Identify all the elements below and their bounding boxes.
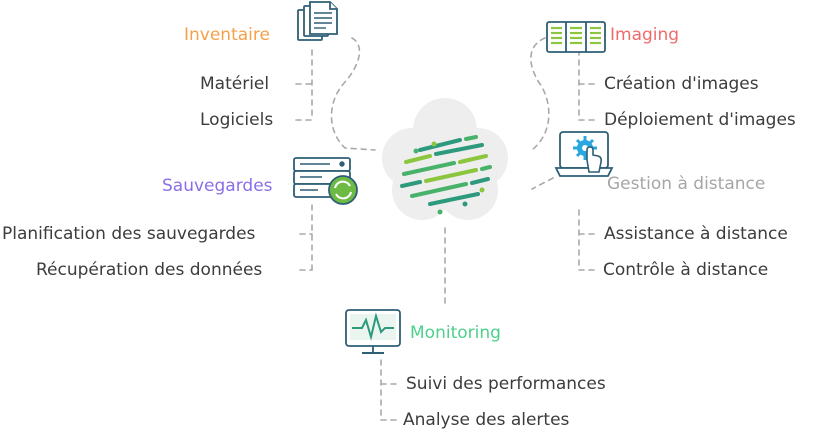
monitoring-title: Monitoring: [410, 323, 501, 343]
imaging-title: Imaging: [610, 25, 680, 45]
sauvegardes-item-recuperation: Récupération des données: [36, 260, 263, 280]
inventaire-title: Inventaire: [184, 25, 270, 45]
connector-gestion-center: [531, 177, 554, 190]
gestion-item-assistance: Assistance à distance: [604, 224, 788, 244]
monitoring-item-suivi: Suivi des performances: [406, 374, 606, 394]
connector-inventaire-center: [330, 37, 376, 151]
inventaire-item-logiciels: Logiciels: [200, 110, 274, 130]
documents-icon: [297, 1, 338, 41]
gestion-item-controle: Contrôle à distance: [603, 260, 769, 280]
connector-lines: [295, 37, 595, 421]
sauvegardes-title: Sauvegardes: [162, 176, 273, 196]
imaging-item-deploiement: Déploiement d'images: [604, 110, 796, 130]
imaging-item-creation: Création d'images: [604, 74, 759, 94]
inventaire-item-materiel: Matériel: [200, 74, 270, 94]
monitoring-item-analyse: Analyse des alertes: [403, 410, 570, 430]
data-cloud-icon: [382, 98, 508, 220]
backup-server-icon: [293, 157, 358, 205]
sauvegardes-item-planification: Planification des sauvegardes: [2, 224, 256, 244]
gestion-title: Gestion à distance: [607, 174, 766, 194]
remote-settings-icon: [554, 131, 614, 177]
servers-icon: [546, 21, 606, 53]
heartbeat-monitor-icon: [345, 309, 401, 354]
connector-imaging-center: [530, 37, 550, 151]
